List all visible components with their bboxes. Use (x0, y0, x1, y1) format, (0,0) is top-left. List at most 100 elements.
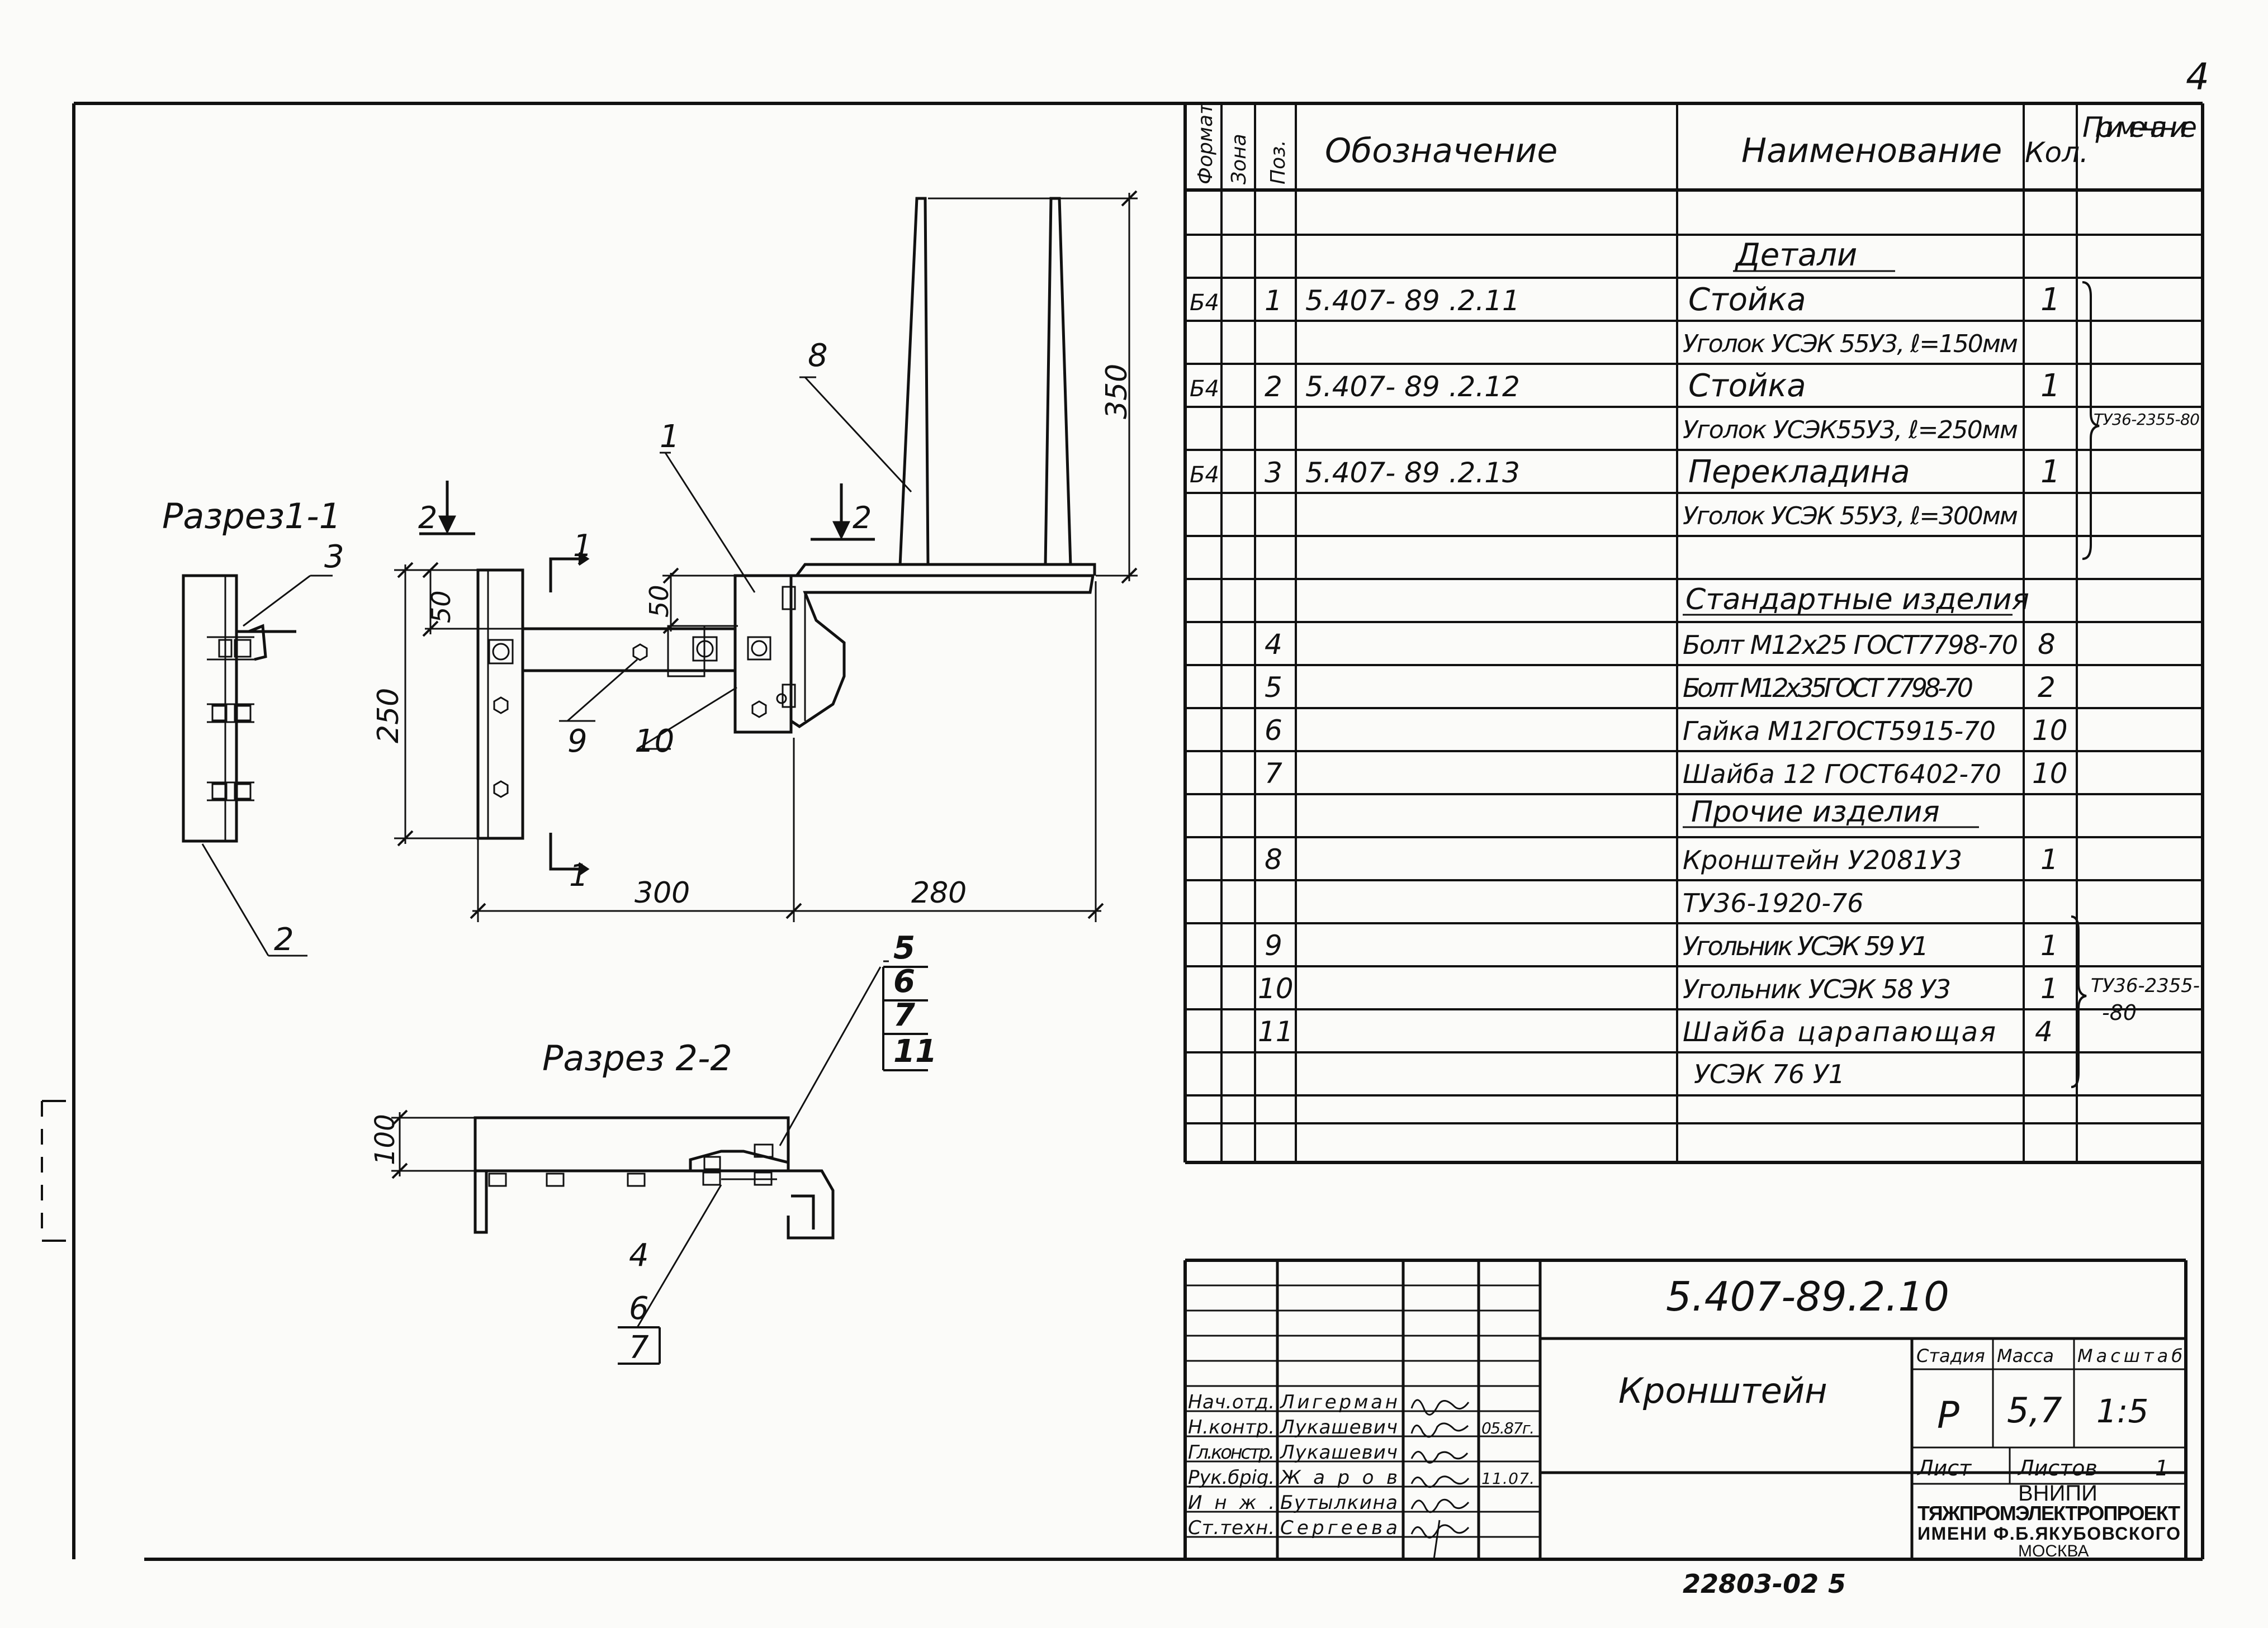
row10-pos: 10 (1258, 972, 1294, 1005)
footer-code: 22803-02 (1683, 1569, 1819, 1599)
note-tu-2a: ТУ36-2355- (2091, 975, 2200, 997)
row8-pos: 8 (1265, 843, 1282, 876)
section-2-2-bolts (488, 1143, 777, 1187)
scale-value: 1:5 (2096, 1392, 2148, 1430)
row4-name: Болт М12х25 ГОСТ7798-70 (1683, 630, 2018, 660)
signer-role: Рук.брig. (1188, 1466, 1275, 1489)
row1-name: Стойка (1688, 282, 1806, 318)
title-block: 5.407-89.2.10 Кронштейн Стадия Масса Мас… (1618, 1273, 2182, 1560)
note-tu-1: ТУ36-2355-80 (2094, 410, 2200, 429)
row2-designation: 5.407- 89 .2.12 (1305, 371, 1520, 403)
plan-view (476, 197, 1096, 840)
row3-name: Перекладина (1688, 454, 1910, 490)
handwritten-signatures (1410, 1399, 1470, 1560)
callout-2: 2 (274, 922, 294, 958)
section-standard: Стандартные изделия (1685, 583, 2029, 616)
row5-pos: 5 (1265, 671, 1282, 704)
row6-qty: 10 (2032, 714, 2068, 747)
dimension-lines (394, 193, 1138, 922)
callout-stack-frames (618, 966, 928, 1365)
scale-label: Масштаб (2077, 1345, 2182, 1366)
dim-280: 280 (911, 876, 967, 910)
doc-code: 5.407-89.2.10 (1666, 1273, 1949, 1320)
sheets-value: 1 (2155, 1456, 2168, 1480)
signer-role: Н.контр. (1188, 1416, 1275, 1439)
page-number: 4 (2186, 55, 2209, 98)
row11-name: Шайба царапающая (1683, 1017, 1996, 1048)
row7-pos: 7 (1265, 757, 1282, 790)
binding-mark (41, 1100, 66, 1242)
spec-table-grid (1183, 103, 2203, 1164)
signer-name: Сергеева (1280, 1517, 1398, 1539)
row3-qty: 1 (2040, 454, 2061, 490)
row7-qty: 10 (2032, 757, 2068, 790)
section-2-2-dim-ticks (391, 1109, 408, 1179)
bracket-8-upright-right (1044, 197, 1072, 566)
row8b-name: ТУ36-1920-76 (1683, 888, 1863, 918)
row10-name: Угольник УСЭК 58 У3 (1683, 974, 1951, 1004)
signer-role: Гл.констр. (1188, 1441, 1275, 1464)
section-details: Детали (1734, 237, 1857, 273)
section-markers (419, 481, 875, 876)
dim-50-left: 50 (426, 590, 456, 623)
sheets-label: Листов (2017, 1456, 2097, 1480)
section-1-1-bolts (207, 636, 254, 801)
bracket-8-base (789, 574, 1095, 729)
row4-qty: 8 (2038, 628, 2056, 661)
header-designation: Обозначение (1325, 131, 1557, 170)
stack-callout-2: 7 (893, 997, 915, 1033)
dim-50-right: 50 (644, 585, 674, 618)
angle-9 (667, 625, 706, 677)
plan-bolts (488, 636, 787, 798)
signer-name: Лигерман (1279, 1391, 1398, 1413)
row3b-name: Уголок УСЭК 55У3, ℓ=300мм (1683, 502, 2018, 530)
angle-10 (733, 574, 793, 734)
dim-350: 350 (1100, 364, 1134, 419)
section-mark-1b: 1 (569, 858, 588, 893)
signer-role: Инж. (1188, 1492, 1275, 1514)
dim-100: 100 (370, 1114, 401, 1165)
section-underlines (1683, 270, 2013, 828)
callout-10: 10 (635, 723, 674, 760)
section-2-2-dimension (391, 966, 882, 1328)
row9-pos: 9 (1265, 929, 1282, 962)
section-mark-1-bottom (549, 833, 579, 871)
row8-qty: 1 (2040, 843, 2058, 876)
signer-date: 11.07. (1481, 1469, 1535, 1488)
section-2-2-view (474, 1116, 835, 1240)
footer-page: 5 (1828, 1569, 1846, 1599)
callout-stack-4-6-7: 467 (629, 1237, 649, 1366)
header-qty: Кол. (2025, 136, 2089, 169)
plan-callouts: 1 8 9 10 1 1 2 2 350 250 50 50 300 280 (372, 338, 1134, 910)
stack-callout-0: 5 (893, 930, 915, 966)
signer-role: Нач.отд. (1188, 1391, 1275, 1413)
row3-designation: 5.407- 89 .2.13 (1305, 457, 1520, 489)
stack-callout-b-1: 6 (629, 1290, 649, 1327)
crossbar-3 (521, 627, 737, 672)
leader-lines (201, 376, 912, 962)
doc-title: Кронштейн (1618, 1370, 1827, 1411)
header-zone: Зона (1228, 134, 1251, 184)
row1-designation: 5.407- 89 .2.11 (1305, 284, 1520, 317)
row2-pos: 2 (1265, 371, 1282, 403)
row7-name: Шайба 12 ГОСТ6402-70 (1683, 759, 2001, 789)
dim-300: 300 (635, 876, 690, 910)
row2-format: Б4 (1190, 376, 1219, 402)
header-note: Приме- чание (2082, 111, 2197, 144)
mass-value: 5,7 (2007, 1390, 2062, 1431)
section-mark-1-top (549, 557, 579, 592)
signer-role: Ст.техн. (1188, 1517, 1275, 1539)
section-1-1-title: Разрез1-1 (162, 496, 341, 537)
mass-label: Масса (1997, 1345, 2054, 1366)
row11-pos: 11 (1258, 1015, 1294, 1048)
section-mark-1a: 1 (573, 528, 592, 563)
callout-3: 3 (324, 539, 344, 575)
signer-name: Лукашевич (1279, 1441, 1398, 1464)
stage-label: Стадия (1916, 1345, 1985, 1366)
row5-qty: 2 (2038, 671, 2056, 704)
spec-rows: Детали Б4 1 5.407- 89 .2.11 Стойка 1 Уго… (1190, 237, 2200, 1089)
header-name: Наименование (1741, 131, 2002, 170)
signer-name: Бутылкина (1280, 1492, 1398, 1514)
